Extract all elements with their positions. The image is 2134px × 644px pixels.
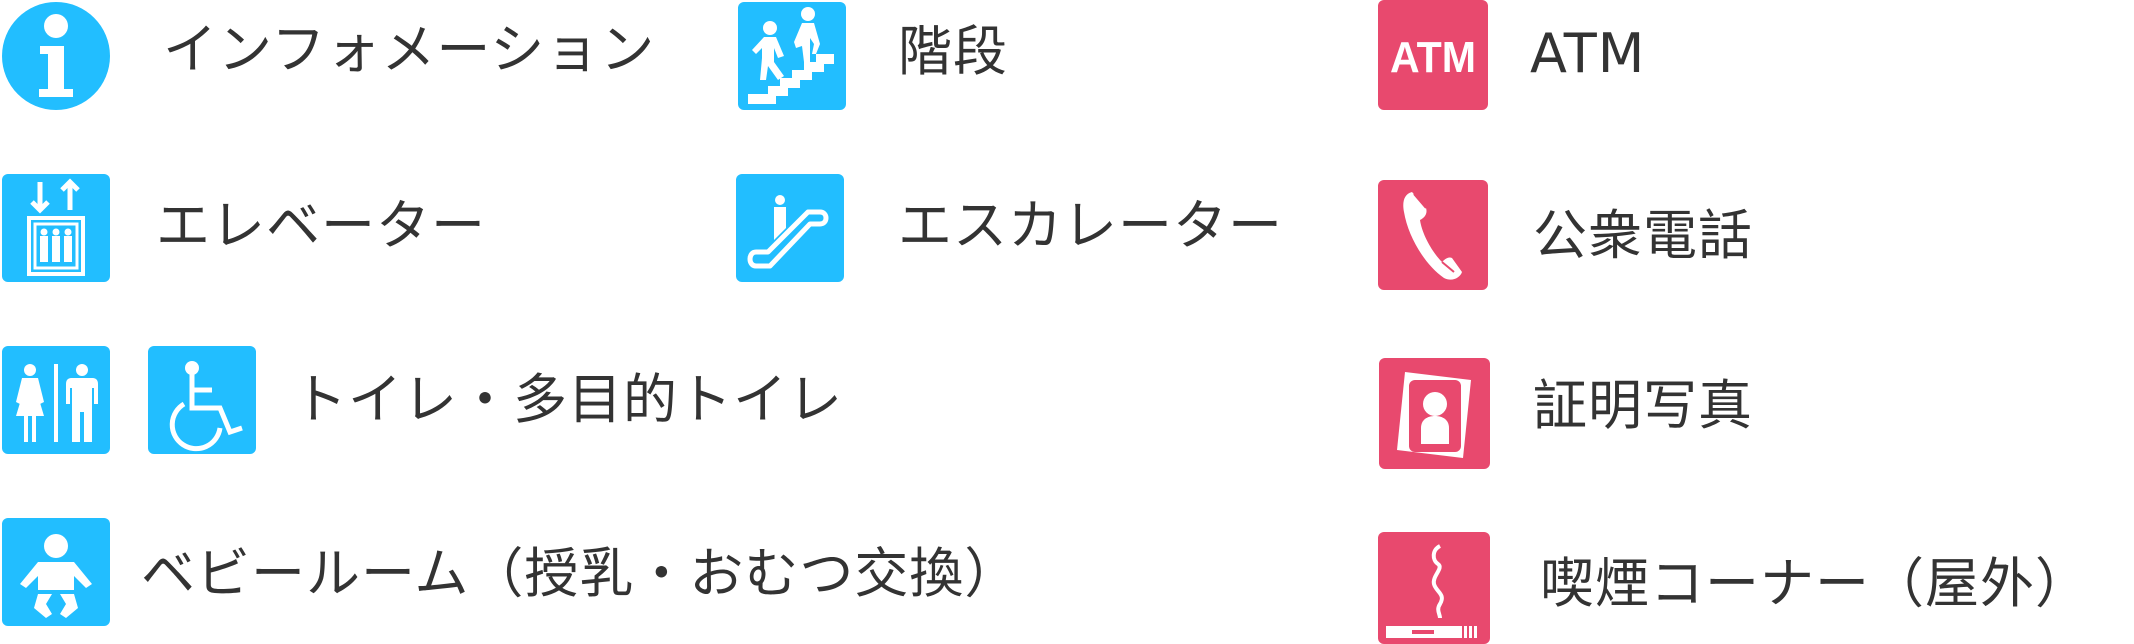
- information-label: インフォメーション: [163, 18, 656, 81]
- escalator-label: エスカレーター: [898, 194, 1283, 257]
- baby-icon: [2, 518, 110, 626]
- stairs-icon: [738, 2, 846, 110]
- elevator-icon: [2, 174, 110, 282]
- smoking-label: 喫煙コーナー（屋外）: [1540, 552, 2090, 615]
- telephone-icon: [1378, 180, 1488, 290]
- toilet-label: トイレ・多目的トイレ: [293, 368, 843, 431]
- atm-label: ATM: [1530, 22, 1646, 85]
- payphone-label: 公衆電話: [1533, 204, 1753, 267]
- id-photo-label: 証明写真: [1533, 374, 1753, 437]
- stairs-label: 階段: [898, 20, 1008, 83]
- smoking-icon: [1378, 532, 1490, 644]
- wheelchair-icon: [148, 346, 256, 454]
- id-photo-icon: [1379, 358, 1490, 469]
- atm-icon: ATM: [1378, 0, 1488, 110]
- baby-room-label: ベビールーム（授乳・おむつ交換）: [141, 542, 1020, 605]
- elevator-label: エレベーター: [156, 194, 486, 257]
- information-icon: [2, 2, 110, 110]
- restroom-icon: [2, 346, 110, 454]
- svg-text:ATM: ATM: [1390, 33, 1476, 82]
- escalator-icon: [736, 174, 844, 282]
